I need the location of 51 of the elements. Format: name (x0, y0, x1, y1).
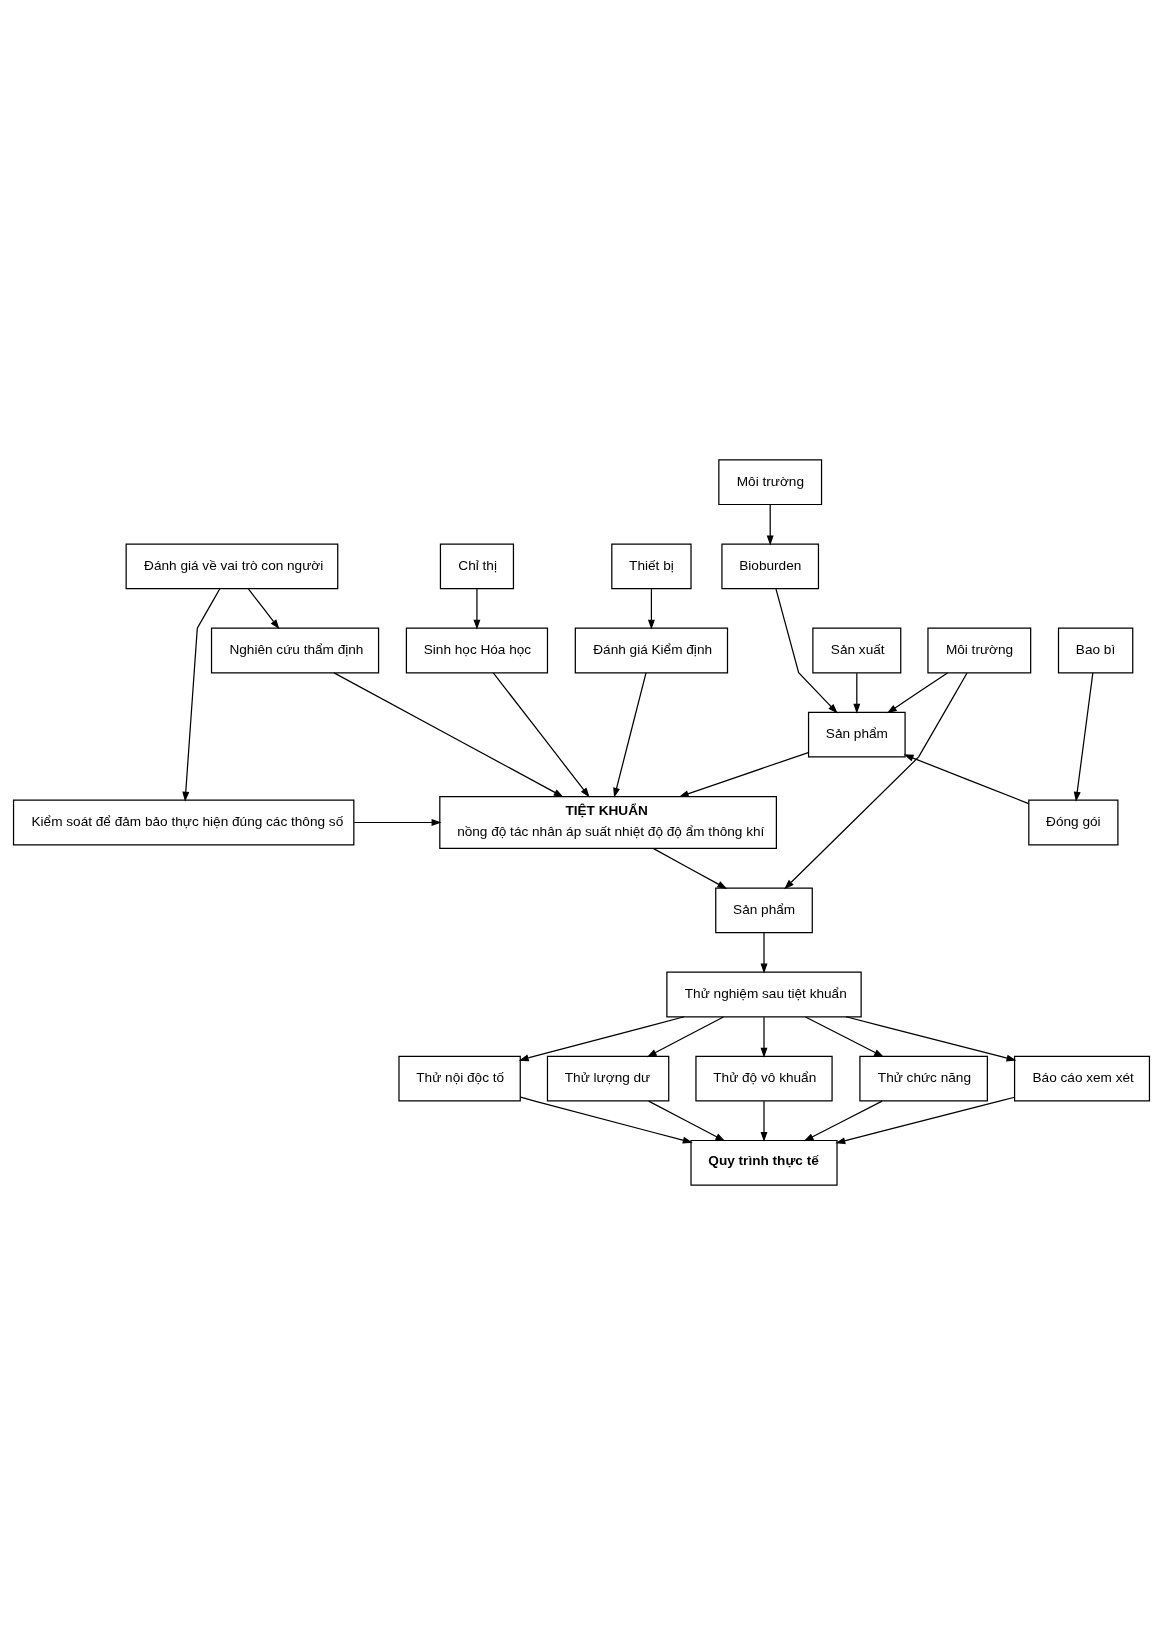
node-box: Chỉ thị (439, 543, 515, 590)
node-box: Thử nghiệm sau tiệt khuẩn (666, 971, 862, 1018)
arrow (835, 1096, 1016, 1145)
arrow (353, 819, 442, 826)
arrow (760, 932, 768, 974)
node-box: Đóng gói (1028, 799, 1119, 846)
node-box: Thử chức năng (859, 1055, 988, 1102)
arrow (886, 672, 949, 714)
node-box: Thử độ vô khuẩn (695, 1055, 833, 1102)
arrow (473, 588, 481, 630)
node-box: Bao bì (1057, 627, 1134, 674)
arrow (766, 504, 774, 546)
node-box: Thử nội độc tố (398, 1055, 521, 1102)
node-box: Sinh học Hóa học (405, 627, 549, 674)
arrow (903, 754, 1030, 805)
arrow (845, 1016, 1017, 1062)
arrow (646, 1016, 725, 1058)
node-box: Thiết bị (611, 543, 692, 590)
arrow (518, 1016, 685, 1062)
node-box: Đánh giá Kiểm định (574, 627, 729, 674)
node-box: Quy trình thực tế (690, 1139, 838, 1186)
node-box: Bioburden (721, 543, 820, 590)
arrow (647, 588, 655, 630)
arrow (760, 1100, 768, 1142)
node-box: Nghiên cứu thẩm định (210, 627, 380, 674)
node-box: Đánh giá về vai trò con người (125, 543, 339, 590)
arrow (648, 1100, 726, 1142)
arrow (853, 672, 861, 714)
node-box: Môi trường (718, 459, 823, 506)
node-box: Sản phẩm (807, 711, 906, 758)
arrow (492, 672, 590, 798)
arrow (1073, 672, 1094, 802)
node-box: Báo cáo xem xét (1013, 1055, 1151, 1102)
arrow (613, 672, 647, 798)
arrow (247, 588, 280, 630)
arrow (784, 672, 968, 890)
arrow (760, 1016, 768, 1058)
node-box: TIỆT KHUẨN nồng độ tác nhân áp suất nhiệt độ độ ẩm thông khí (439, 795, 777, 850)
arrow (653, 848, 728, 889)
arrow (519, 1096, 693, 1144)
arrow (804, 1016, 884, 1058)
arrow (333, 672, 564, 798)
node-box: Sản phẩm (715, 887, 813, 934)
node-box: Sản xuất (812, 627, 902, 674)
arrow (182, 588, 221, 802)
arrow (803, 1100, 883, 1142)
arrow (678, 751, 809, 798)
node-box: Thử lượng dư (546, 1055, 670, 1102)
node-box: Kiểm soát để đảm bảo thực hiện đúng các thông số (12, 799, 355, 846)
arrow (775, 588, 838, 714)
node-box: Môi trường (927, 627, 1032, 674)
